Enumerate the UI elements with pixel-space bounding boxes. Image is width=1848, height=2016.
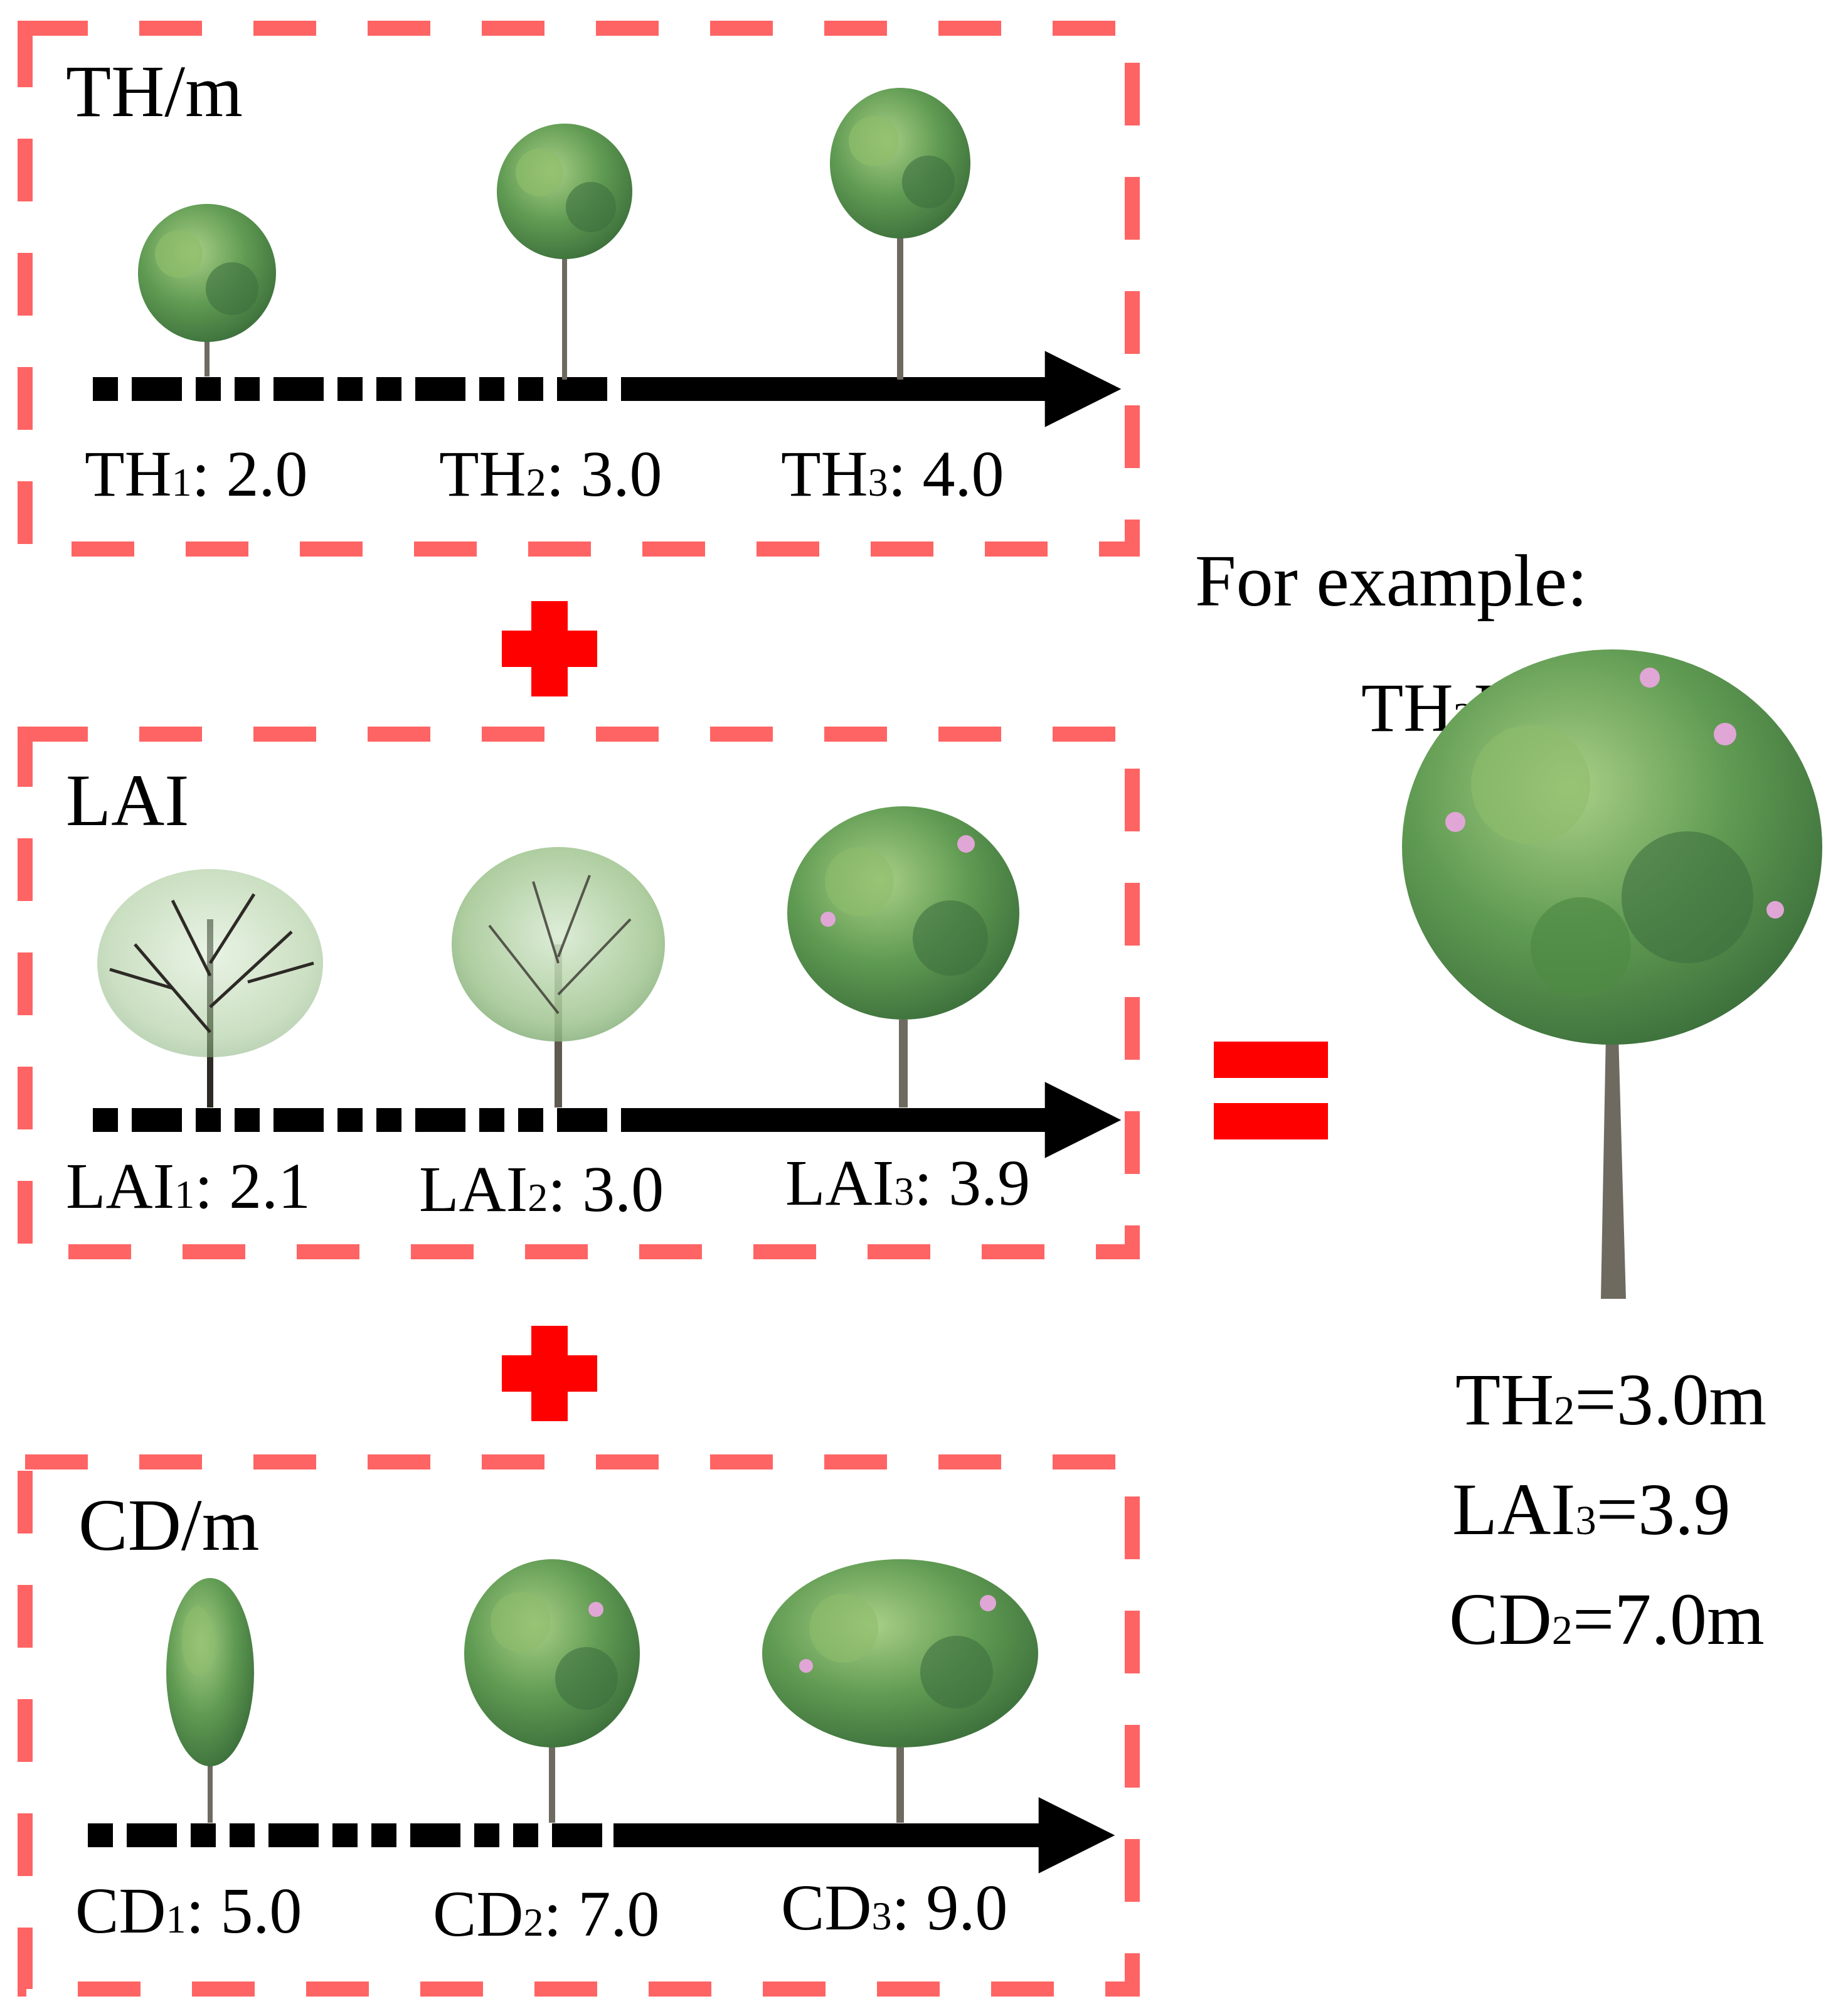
tree-icon: [830, 88, 970, 380]
panel-title: CD/m: [78, 1484, 260, 1566]
example-tree-icon: [1402, 649, 1822, 1299]
level-label: TH2: 3.0: [439, 438, 662, 510]
example-value: CD2=7.0m: [1449, 1578, 1765, 1660]
dense-tree-icon: [787, 806, 1019, 1107]
example-heading: For example:: [1195, 540, 1588, 622]
panel-frame: [18, 727, 1140, 1259]
level-label: LAI1: 2.1: [66, 1150, 311, 1222]
medium-crown-tree-icon: [464, 1559, 640, 1823]
narrow-tree-icon: [166, 1578, 254, 1823]
level-label: LAI2: 3.0: [419, 1153, 664, 1225]
level-label: LAI3: 3.9: [785, 1147, 1030, 1219]
equals-operator: [1214, 1042, 1328, 1139]
plus-operator: [502, 601, 597, 696]
panel-frame: [18, 21, 1140, 557]
level-label: CD3: 9.0: [781, 1872, 1007, 1944]
level-label: TH1: 2.0: [85, 438, 308, 510]
example-value: LAI3=3.9: [1452, 1468, 1731, 1550]
level-label: CD2: 7.0: [433, 1878, 659, 1950]
example-section: For example: TH2LAI3CD2 TH2=3.0m LAI3=3.…: [1195, 540, 1822, 1660]
panel-tree-height: TH/m TH1: 2.0 TH2: 3.0 TH3: 4.0: [18, 21, 1140, 557]
tree-icon: [138, 204, 276, 376]
level-label: TH3: 4.0: [781, 438, 1004, 510]
panel-title: LAI: [66, 759, 189, 841]
panel-frame: [18, 1454, 1140, 1997]
plus-operator: [502, 1326, 597, 1421]
medium-tree-icon: [452, 847, 665, 1107]
panel-leaf-area-index: LAI LAI1:: [18, 727, 1140, 1259]
example-value: TH2=3.0m: [1455, 1358, 1766, 1441]
panel-crown-diameter: CD/m CD1: 5.0 CD2: 7.0 CD3: 9.0: [18, 1454, 1140, 1997]
wide-crown-tree-icon: [762, 1559, 1038, 1823]
panel-title: TH/m: [66, 50, 243, 132]
sparse-tree-icon: [97, 869, 323, 1107]
tree-icon: [497, 124, 632, 380]
level-label: CD1: 5.0: [75, 1875, 302, 1947]
